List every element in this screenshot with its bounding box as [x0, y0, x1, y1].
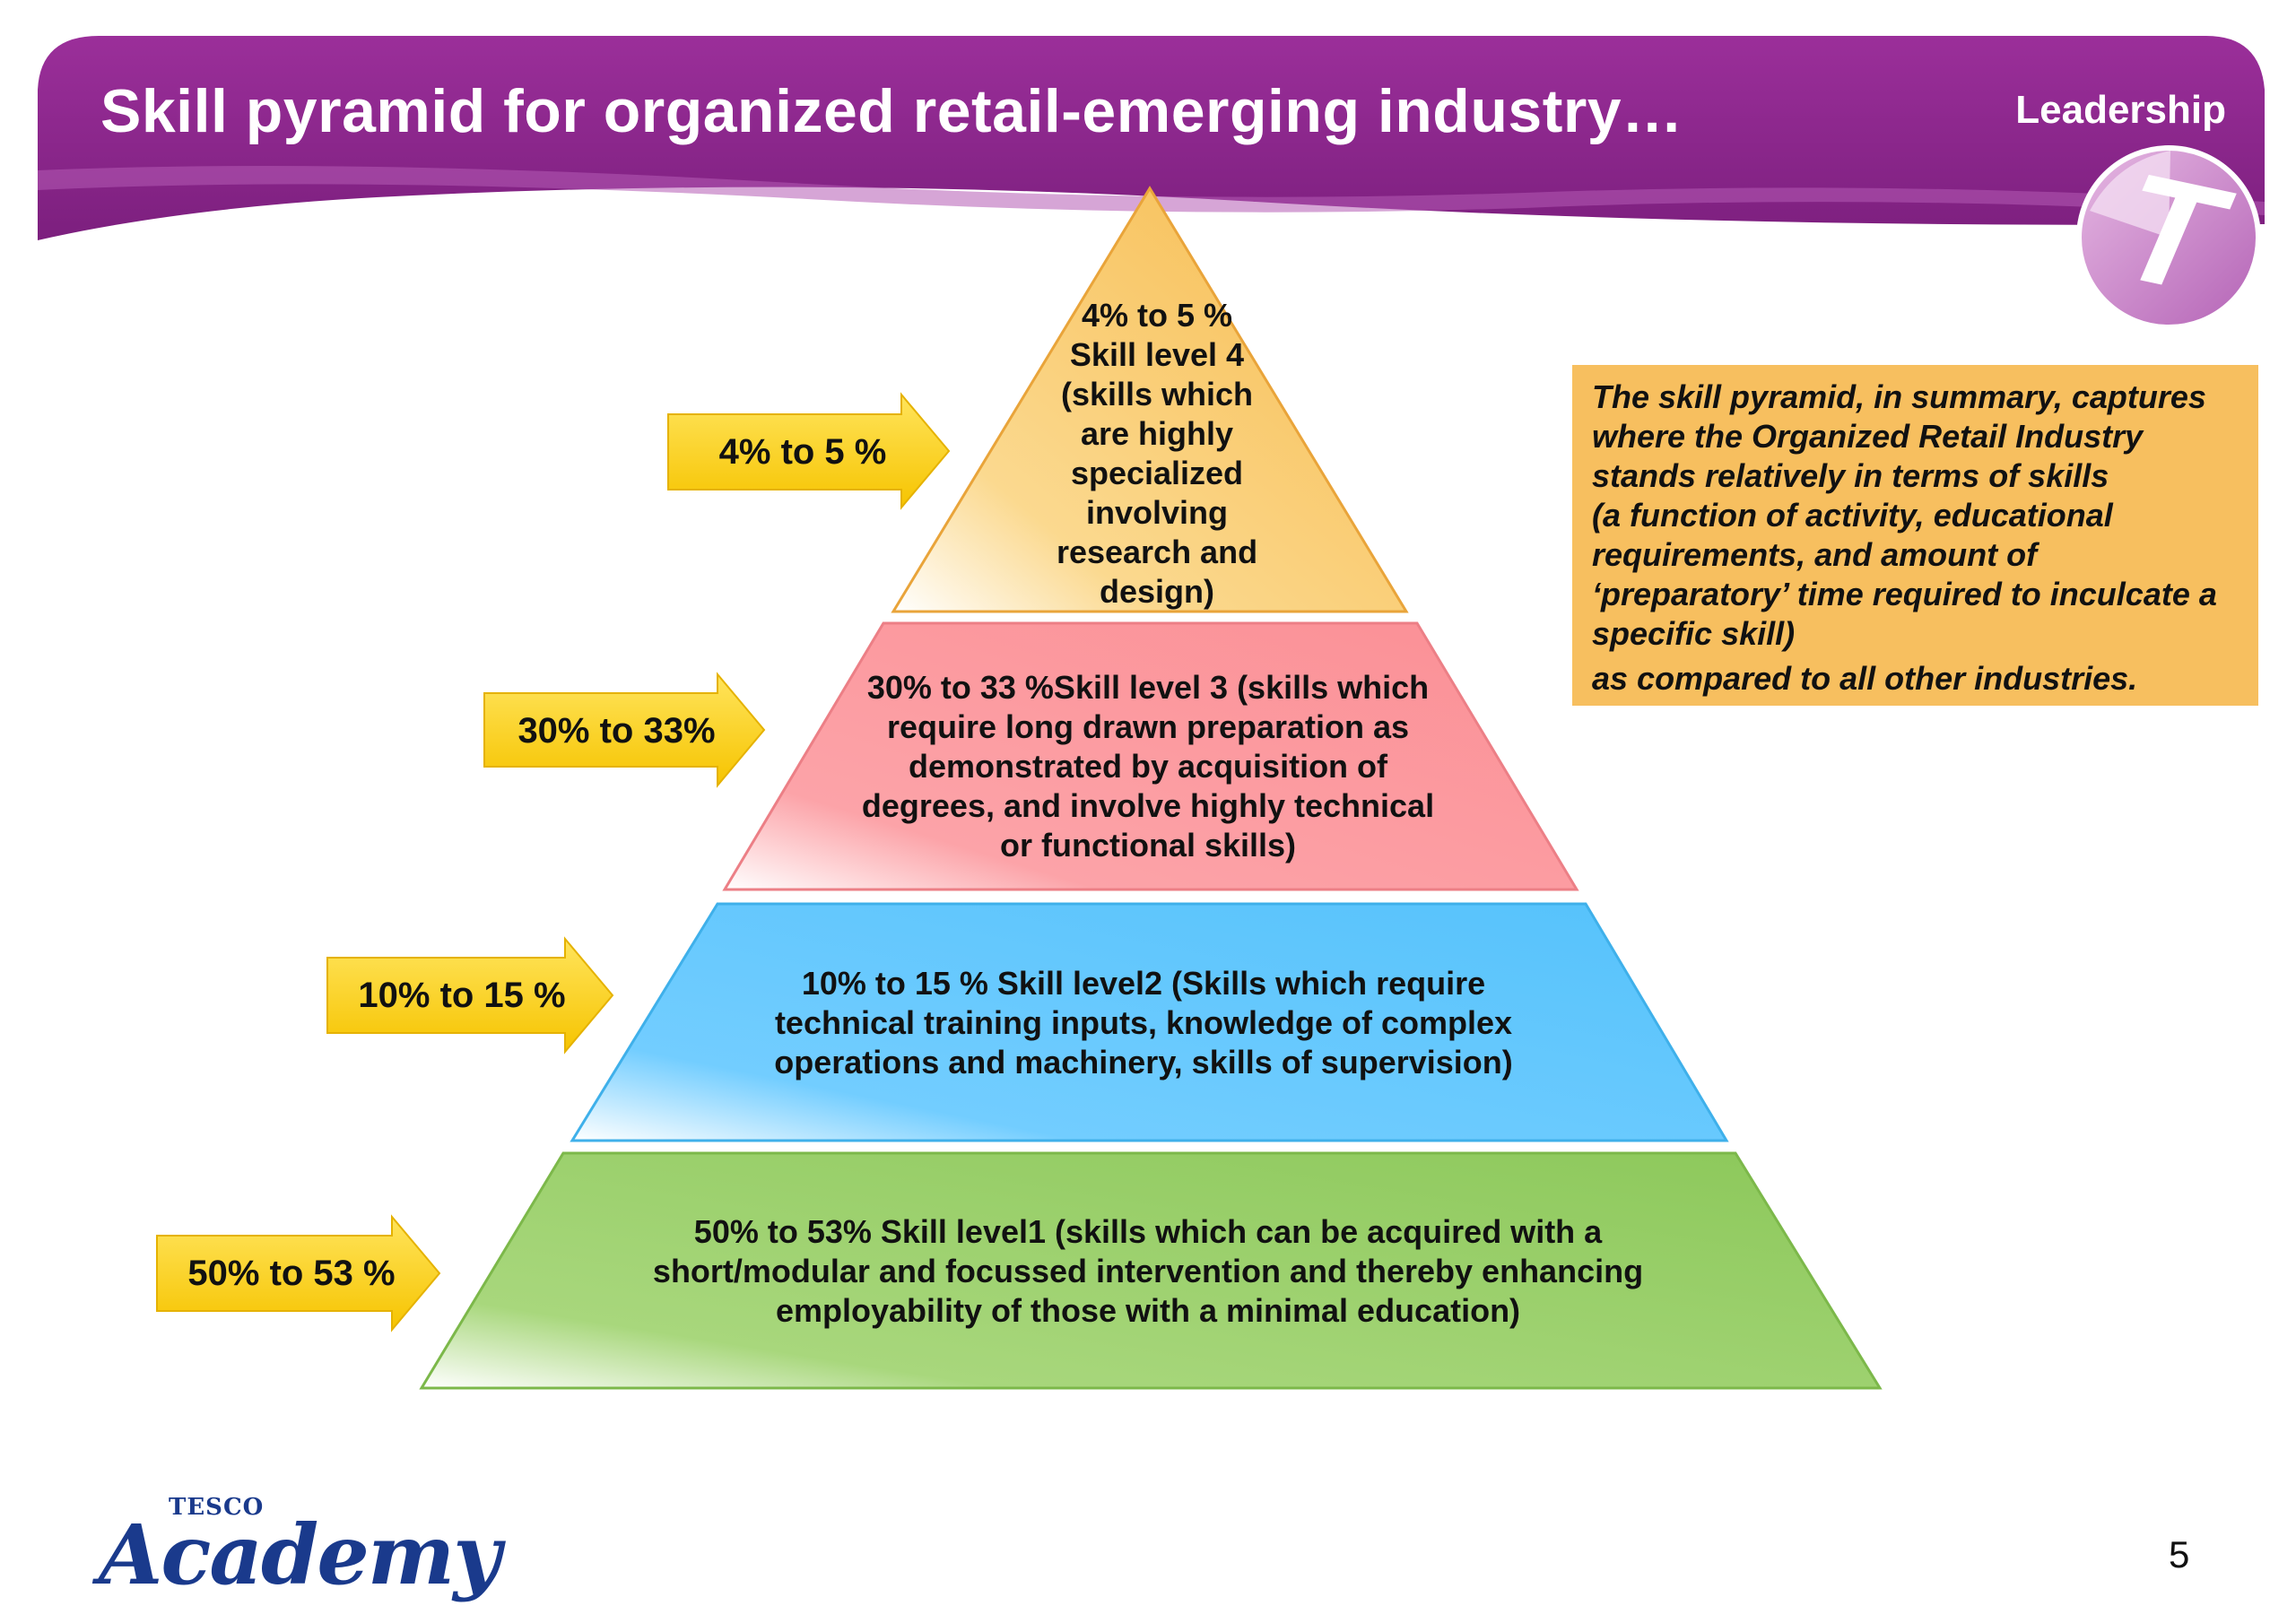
description-line: 50% to 53% Skill level1 (skills which ca…: [693, 1213, 1603, 1250]
page-title: Skill pyramid for organized retail-emerg…: [100, 77, 1683, 145]
description-line: research and: [1056, 534, 1258, 570]
summary-line: ‘preparatory’ time required to inculcate…: [1592, 576, 2217, 612]
description-line: demonstrated by acquisition of: [908, 748, 1388, 785]
summary-line: stands relatively in terms of skills: [1592, 457, 2109, 494]
pyramid-level-2: [570, 902, 1729, 1142]
description-line: employability of those with a minimal ed…: [775, 1292, 1521, 1329]
level-1-description: 50% to 53% Skill level1 (skills which ca…: [610, 1212, 1686, 1331]
pyramid-level-1: [419, 1151, 1883, 1390]
arrow-level-2: [326, 936, 614, 1055]
pyramid-level-3: [722, 621, 1579, 891]
summary-line: requirements, and amount of: [1592, 536, 2038, 573]
summary-line: where the Organized Retail Industry: [1592, 418, 2144, 455]
arrow-label-level-3: 30% to 33%: [517, 711, 716, 751]
description-line: Skill level 4: [1069, 336, 1245, 373]
description-line: are highly: [1080, 415, 1234, 452]
summary-line: specific skill): [1592, 615, 1796, 652]
tesco-logo-text: TESCO: [169, 1494, 265, 1521]
arrow-level-4: [667, 392, 951, 510]
summary-line: (a function of activity, educational: [1592, 497, 2113, 534]
level-2-description: 10% to 15 % Skill level2 (Skills which r…: [718, 964, 1570, 1082]
arrow-label-level-2: 10% to 15 %: [358, 976, 566, 1015]
description-line: technical training inputs, knowledge of …: [774, 1004, 1513, 1041]
header-banner: T: [38, 36, 2265, 330]
leadership-badge: [2076, 145, 2261, 330]
description-line: 30% to 33 %Skill level 3 (skills which: [866, 669, 1430, 706]
arrow-label-level-4: 4% to 5 %: [718, 432, 887, 472]
description-line: design): [1099, 573, 1214, 610]
banner-swoosh: [38, 166, 2265, 215]
arrow-label-level-1: 50% to 53 %: [187, 1254, 396, 1293]
description-line: or functional skills): [999, 827, 1297, 864]
description-line: (skills which: [1060, 376, 1254, 412]
description-line: 4% to 5 %: [1081, 297, 1233, 334]
description-line: degrees, and involve highly technical: [861, 787, 1435, 824]
section-label: Leadership: [2015, 88, 2226, 132]
academy-logo-text: Academy: [99, 1506, 501, 1603]
pyramid-level-4: [891, 186, 1409, 613]
description-line: operations and machinery, skills of supe…: [774, 1044, 1513, 1081]
description-line: require long drawn preparation as: [886, 708, 1410, 745]
summary-box: The skill pyramid, in summary, captures …: [1572, 365, 2258, 706]
description-line: specialized: [1070, 455, 1244, 491]
page-number: 5: [2169, 1533, 2190, 1575]
summary-line: The skill pyramid, in summary, captures: [1592, 378, 2206, 415]
description-line: 10% to 15 % Skill level2 (Skills which r…: [801, 965, 1486, 1002]
arrow-level-1: [156, 1214, 441, 1332]
description-line: involving: [1085, 494, 1228, 531]
arrow-level-3: [483, 672, 766, 788]
description-line: short/modular and focussed intervention …: [652, 1253, 1644, 1289]
summary-line: as compared to all other industries.: [1592, 660, 2138, 697]
